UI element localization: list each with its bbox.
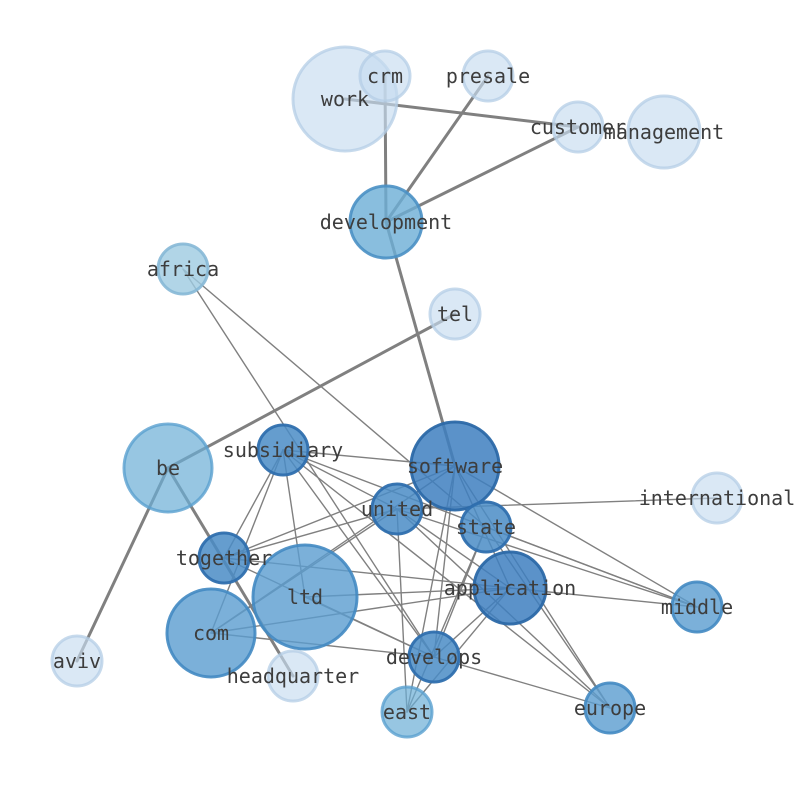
node-management: [626, 94, 702, 170]
node-label-east: east: [383, 700, 431, 724]
node-label-tel: tel: [437, 302, 473, 326]
node-label-international: international: [639, 486, 794, 510]
node-label-com: com: [193, 621, 229, 645]
node-europe: [583, 681, 637, 735]
node-customer: [551, 100, 605, 154]
node-international: [690, 471, 744, 525]
node-label-develops: develops: [386, 645, 482, 669]
node-africa: [156, 242, 210, 296]
node-crm: [358, 49, 412, 103]
node-united: [370, 482, 424, 536]
edge-state-middle: [485, 526, 698, 608]
node-label-presale: presale: [446, 64, 530, 88]
edge-software-middle: [454, 465, 698, 608]
node-label-ltd: ltd: [287, 585, 323, 609]
edge-subsidiary-develops: [282, 449, 435, 658]
node-label-together: together: [176, 546, 272, 570]
edge-subsidiary-europe: [282, 449, 611, 709]
node-application: [472, 550, 548, 626]
node-label-work: work: [321, 87, 369, 111]
edge-tel-be: [166, 312, 457, 470]
node-be: [122, 422, 214, 514]
node-com: [165, 587, 257, 679]
edge-united-middle: [396, 508, 698, 608]
node-middle: [670, 580, 724, 634]
node-tel: [428, 287, 482, 341]
node-label-be: be: [156, 456, 180, 480]
node-label-headquarter: headquarter: [227, 664, 359, 688]
node-east: [380, 685, 434, 739]
node-label-development: development: [320, 210, 452, 234]
edge-develops-europe: [433, 656, 611, 709]
node-together: [197, 531, 251, 585]
node-label-state: state: [456, 515, 516, 539]
node-headquarter: [266, 649, 320, 703]
node-label-europe: europe: [574, 696, 646, 720]
node-ltd: [251, 543, 359, 651]
edge-united-together: [223, 508, 398, 559]
nodes-layer: [50, 45, 744, 739]
node-state: [459, 500, 513, 554]
node-label-subsidiary: subsidiary: [223, 438, 343, 462]
node-label-middle: middle: [661, 595, 733, 619]
node-software: [409, 420, 501, 512]
edge-state-east: [406, 526, 487, 713]
node-label-aviv: aviv: [53, 649, 101, 673]
node-develops: [407, 630, 461, 684]
node-subsidiary: [256, 423, 310, 477]
node-development: [348, 184, 424, 260]
node-label-united: united: [361, 497, 433, 521]
node-label-management: management: [604, 120, 724, 144]
node-label-customer: customer: [530, 115, 626, 139]
node-label-application: application: [444, 576, 576, 600]
node-label-africa: africa: [147, 257, 219, 281]
node-label-crm: crm: [367, 64, 403, 88]
node-label-software: software: [407, 454, 503, 478]
edge-united-east: [396, 508, 408, 713]
node-aviv: [50, 634, 104, 688]
node-presale: [461, 49, 515, 103]
